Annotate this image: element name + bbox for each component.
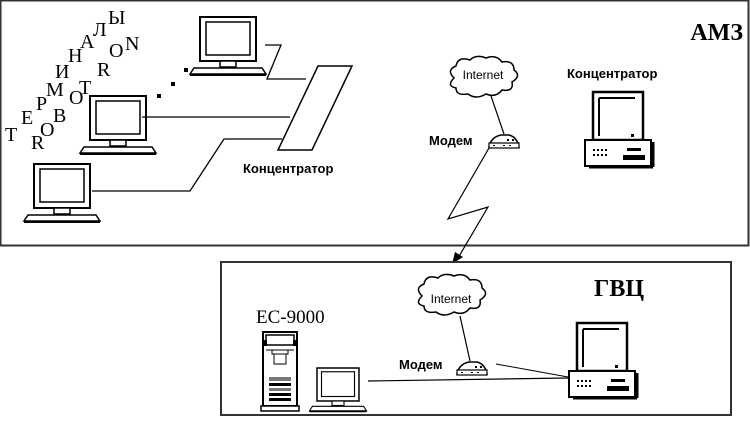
link-line bbox=[265, 44, 306, 80]
mainframe-icon[interactable] bbox=[260, 331, 300, 412]
letter: Т bbox=[5, 124, 17, 146]
modem-server-link bbox=[495, 363, 569, 378]
ellipsis-dots bbox=[157, 68, 188, 98]
cloud-modem-link bbox=[459, 315, 471, 362]
site-title-amz: АМЗ bbox=[690, 20, 743, 46]
letter: R bbox=[31, 132, 45, 154]
cloud-modem-link bbox=[490, 95, 505, 135]
letter: B bbox=[53, 105, 66, 127]
mainframe-label: ЕС-9000 bbox=[256, 307, 325, 328]
hub-label: Концентратор bbox=[243, 161, 333, 176]
letter: O bbox=[109, 40, 123, 62]
letter: А bbox=[80, 31, 95, 53]
wan-link-zigzag bbox=[446, 147, 490, 259]
letter: М bbox=[46, 79, 64, 101]
internet-label: Internet bbox=[431, 292, 472, 306]
link-line bbox=[92, 138, 282, 192]
letter: Н bbox=[68, 45, 82, 67]
letter: И bbox=[55, 61, 69, 83]
terminal-links bbox=[92, 44, 306, 192]
robotron-word: R O B O T R O N bbox=[31, 33, 139, 154]
site-title-gvc: ГВЦ bbox=[594, 276, 644, 302]
dot bbox=[157, 94, 161, 98]
terminals-word: Т Е Р М И Н А Л Ы bbox=[5, 7, 125, 146]
modem-label: Модем bbox=[429, 133, 473, 148]
hub-concentrator-icon[interactable] bbox=[276, 65, 354, 151]
internet-label: Internet bbox=[463, 68, 504, 82]
letter: R bbox=[97, 59, 111, 81]
letter: O bbox=[69, 87, 83, 109]
letter: Р bbox=[36, 93, 47, 115]
dot bbox=[171, 82, 175, 86]
letter: Ы bbox=[108, 7, 125, 29]
letter: Е bbox=[21, 107, 33, 129]
server-concentrator-icon[interactable] bbox=[583, 90, 655, 169]
letter: T bbox=[79, 77, 91, 99]
dot bbox=[184, 68, 188, 72]
letter: O bbox=[40, 119, 54, 141]
letter: N bbox=[125, 33, 139, 55]
lan-link bbox=[367, 377, 569, 382]
letter: Л bbox=[93, 19, 107, 41]
modem-label: Модем bbox=[399, 357, 443, 372]
server-icon[interactable] bbox=[567, 321, 639, 400]
server-label: Концентратор bbox=[567, 66, 657, 81]
